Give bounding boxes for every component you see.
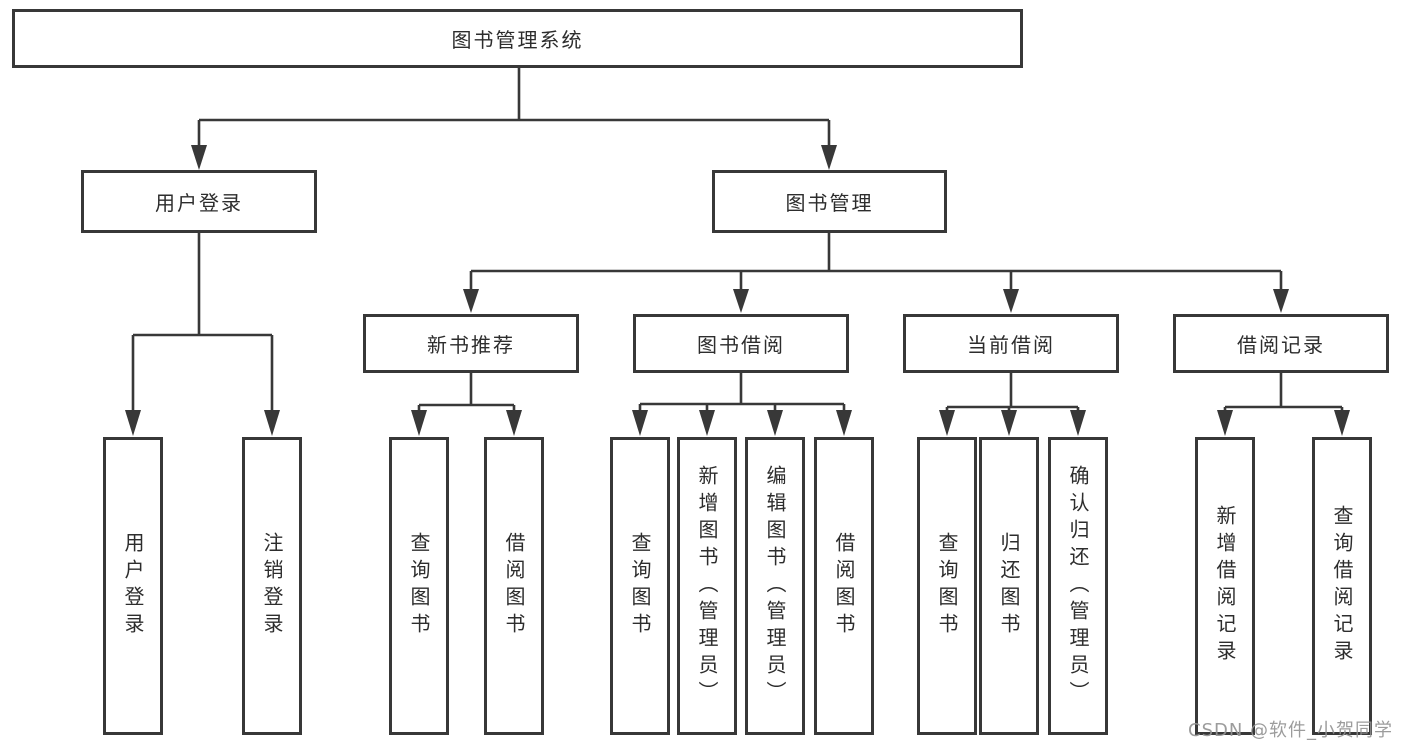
node-book-borrowing: 图书借阅 [633,314,849,373]
leaf-add-books-admin: 新增图书（管理员） [677,437,737,735]
node-label: 注销登录 [260,532,284,640]
leaf-query-borrow-record: 查询借阅记录 [1312,437,1372,735]
node-label: 借阅图书 [832,532,856,640]
leaf-user-login: 用户登录 [103,437,163,735]
node-label: 图书管理系统 [451,28,584,52]
node-label: 借阅图书 [502,532,526,640]
node-library-management-system: 图书管理系统 [12,9,1023,68]
node-label: 图书借阅 [697,333,785,357]
node-label: 借阅记录 [1237,333,1325,357]
leaf-edit-books-admin: 编辑图书（管理员） [745,437,805,735]
node-label: 确认归还（管理员） [1066,464,1090,708]
node-book-management: 图书管理 [712,170,947,233]
node-label: 用户登录 [121,532,145,640]
leaf-logout: 注销登录 [242,437,302,735]
leaf-return-books: 归还图书 [979,437,1039,735]
node-label: 编辑图书（管理员） [763,464,787,708]
node-current-borrowing: 当前借阅 [903,314,1119,373]
node-borrowing-records: 借阅记录 [1173,314,1389,373]
leaf-borrow-books: 借阅图书 [814,437,874,735]
leaf-query-books-current: 查询图书 [917,437,977,735]
node-label: 查询借阅记录 [1330,505,1354,667]
node-label: 新增图书（管理员） [695,464,719,708]
node-label: 查询图书 [935,532,959,640]
node-user-login: 用户登录 [81,170,317,233]
leaf-borrow-books-recommend: 借阅图书 [484,437,544,735]
connector-strokes [131,68,1344,413]
node-label: 当前借阅 [967,333,1055,357]
csdn-watermark: CSDN @软件_小贺同学 [1188,720,1394,741]
leaf-confirm-return-admin: 确认归还（管理员） [1048,437,1108,735]
leaf-query-books-borrow: 查询图书 [610,437,670,735]
node-label: 用户登录 [155,191,243,215]
node-new-book-recommendation: 新书推荐 [363,314,579,373]
node-label: 图书管理 [785,191,874,215]
node-label: 新增借阅记录 [1213,505,1237,667]
leaf-add-borrow-record: 新增借阅记录 [1195,437,1255,735]
arrowheads [125,145,1350,436]
node-label: 新书推荐 [427,333,515,357]
node-label: 查询图书 [407,532,431,640]
node-label: 归还图书 [997,532,1021,640]
node-label: 查询图书 [628,532,652,640]
leaf-query-books-recommend: 查询图书 [389,437,449,735]
